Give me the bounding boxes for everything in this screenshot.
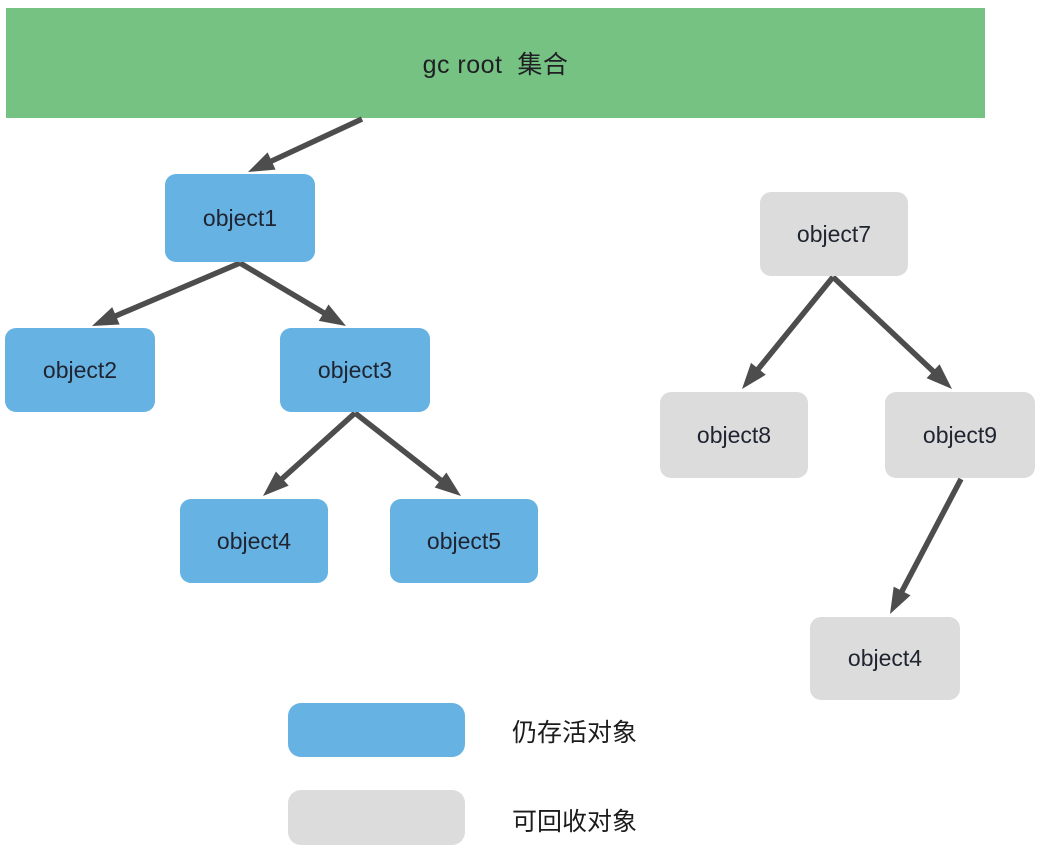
node-object2: object2	[5, 328, 155, 412]
node-label: object8	[696, 421, 772, 448]
legend-label-alive: 仍存活对象	[512, 719, 638, 747]
arrow-object1-to-object2	[92, 260, 242, 326]
node-object4: object4	[180, 499, 328, 583]
arrow-object3-to-object4	[263, 410, 357, 496]
node-label: object2	[42, 356, 118, 383]
legend-label-garbage: 可回收对象	[512, 808, 638, 836]
arrowhead	[318, 304, 346, 326]
legend-swatch-alive	[288, 703, 465, 757]
node-object8: object8	[660, 392, 808, 478]
legend-swatch-garbage	[288, 790, 465, 845]
node-object3: object3	[280, 328, 430, 412]
node-label: object3	[317, 356, 393, 383]
node-label: object4	[216, 527, 292, 554]
arrow-object7-to-object8	[742, 275, 836, 389]
arrowhead	[263, 471, 289, 496]
arrow-gc-root-to-object1	[248, 116, 364, 172]
arrow-object7-to-object9	[831, 274, 952, 389]
arrowhead	[92, 307, 120, 326]
node-object1: object1	[165, 174, 315, 262]
arrowhead	[248, 152, 276, 172]
node-object7: object7	[760, 192, 908, 276]
arrowhead	[434, 472, 461, 496]
node-label: object9	[922, 421, 998, 448]
node-object9: object9	[885, 392, 1035, 478]
node-label: object5	[426, 527, 502, 554]
arrowhead	[926, 364, 952, 389]
node-object5: object5	[390, 499, 538, 583]
gc-root-label: gc root 集合	[422, 51, 569, 79]
node-label: object1	[202, 204, 278, 231]
node-label: object7	[796, 220, 872, 247]
arrow-object3-to-object5	[353, 410, 461, 496]
node-object4b: object4	[810, 617, 960, 700]
arrowhead	[742, 362, 766, 389]
node-label: object4	[847, 645, 923, 671]
arrowhead	[890, 586, 911, 614]
arrow-object1-to-object3	[238, 260, 346, 326]
gc-root-bar: gc root 集合	[6, 8, 985, 118]
arrow-object9-to-object4b	[890, 477, 964, 614]
